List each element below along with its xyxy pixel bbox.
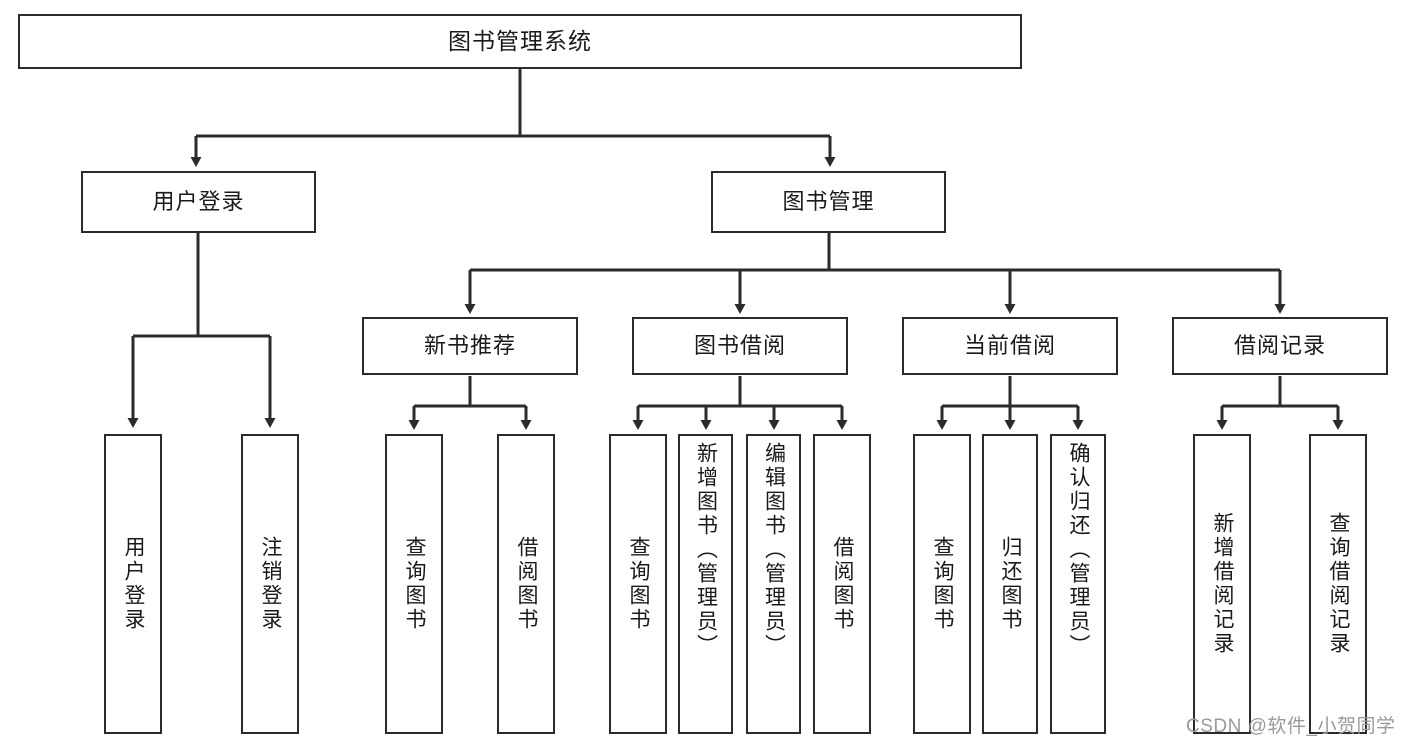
leaf-borrow-add-book-admin[interactable]: 新增图书（管理员） bbox=[678, 434, 733, 734]
node-label: 新书推荐 bbox=[423, 332, 516, 358]
leaf-recommend-query-book[interactable]: 查询图书 bbox=[385, 434, 443, 734]
node-user-login[interactable]: 用户登录 bbox=[81, 171, 316, 233]
leaf-current-return-book[interactable]: 归还图书 bbox=[982, 434, 1038, 734]
node-label: 借阅图书 bbox=[515, 536, 539, 632]
node-label: 确认归还（管理员） bbox=[1067, 442, 1091, 658]
node-label: 当前借阅 bbox=[963, 332, 1056, 358]
node-label: 新增借阅记录 bbox=[1211, 512, 1235, 656]
node-label: 图书管理 bbox=[782, 188, 875, 214]
leaf-current-query-book[interactable]: 查询图书 bbox=[913, 434, 971, 734]
leaf-borrow-borrow-book[interactable]: 借阅图书 bbox=[813, 434, 871, 734]
node-label: 注销登录 bbox=[259, 536, 283, 632]
watermark-text: CSDN @软件_小贺同学 bbox=[1186, 716, 1396, 737]
leaf-record-query-record[interactable]: 查询借阅记录 bbox=[1309, 434, 1367, 734]
node-label: 查询图书 bbox=[627, 536, 651, 632]
node-label: 新增图书（管理员） bbox=[694, 442, 718, 658]
node-label: 借阅图书 bbox=[831, 536, 855, 632]
node-book-management[interactable]: 图书管理 bbox=[711, 171, 946, 233]
leaf-borrow-query-book[interactable]: 查询图书 bbox=[609, 434, 667, 734]
leaf-user-login-logout[interactable]: 注销登录 bbox=[241, 434, 299, 734]
node-label: 归还图书 bbox=[999, 536, 1023, 632]
node-label: 查询图书 bbox=[403, 536, 427, 632]
leaf-record-add-record[interactable]: 新增借阅记录 bbox=[1193, 434, 1251, 734]
node-current-borrow[interactable]: 当前借阅 bbox=[902, 317, 1118, 375]
node-new-book-recommend[interactable]: 新书推荐 bbox=[362, 317, 578, 375]
leaf-current-confirm-return-admin[interactable]: 确认归还（管理员） bbox=[1050, 434, 1106, 734]
node-label: 图书借阅 bbox=[693, 332, 786, 358]
node-label: 查询借阅记录 bbox=[1327, 512, 1351, 656]
node-label: 编辑图书（管理员） bbox=[762, 442, 786, 658]
leaf-borrow-edit-book-admin[interactable]: 编辑图书（管理员） bbox=[746, 434, 801, 734]
node-label: 图书管理系统 bbox=[448, 27, 592, 54]
node-book-borrow[interactable]: 图书借阅 bbox=[632, 317, 848, 375]
node-borrow-record[interactable]: 借阅记录 bbox=[1172, 317, 1388, 375]
node-root-system[interactable]: 图书管理系统 bbox=[18, 14, 1022, 69]
node-label: 查询图书 bbox=[931, 536, 955, 632]
node-label: 用户登录 bbox=[152, 188, 245, 214]
leaf-recommend-borrow-book[interactable]: 借阅图书 bbox=[497, 434, 555, 734]
node-label: 用户登录 bbox=[122, 536, 146, 632]
leaf-user-login-login[interactable]: 用户登录 bbox=[104, 434, 162, 734]
node-label: 借阅记录 bbox=[1233, 332, 1326, 358]
